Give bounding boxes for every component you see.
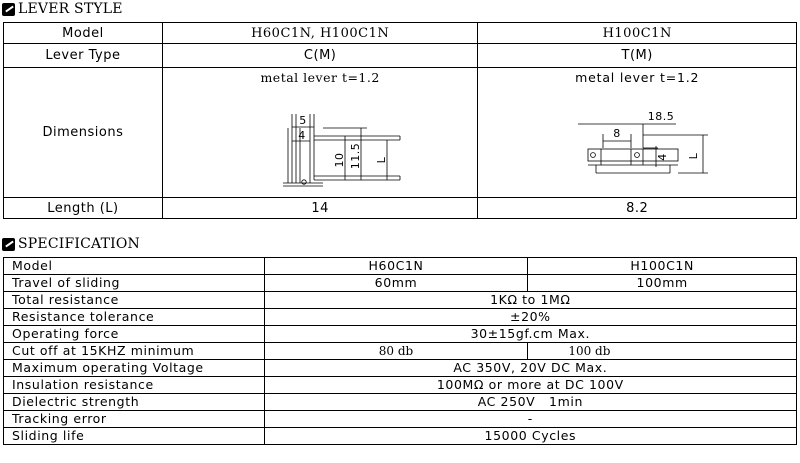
spec-model-col1: H60C1N — [263, 257, 529, 275]
spec-operating-force-row: Operating force 30±15gf.cm Max. — [3, 325, 798, 343]
spec-tolerance-label: Resistance tolerance — [3, 308, 265, 326]
spec-dielectric-value: AC 250V 1min — [263, 393, 798, 411]
spec-insulation-row: Insulation resistance 100MΩ or more at D… — [3, 376, 798, 394]
lever-style-title: LEVER STYLE — [18, 1, 123, 17]
spec-max-voltage-label: Maximum operating Voltage — [3, 359, 265, 377]
spec-insulation-label: Insulation resistance — [3, 376, 265, 394]
spec-max-voltage-value: AC 350V, 20V DC Max. — [263, 359, 798, 377]
lever-type-col2: T(M) — [477, 43, 797, 68]
dim-4-label: 4 — [298, 129, 306, 142]
dimension-note-col2: metal lever t=1.2 — [575, 70, 700, 85]
lever-model-row: Model H60C1N, H100C1N H100C1N — [3, 22, 797, 44]
spec-cutoff-row: Cut off at 15KHZ minimum 80 db 100 db — [3, 342, 797, 360]
lever-style-heading: LEVER STYLE — [2, 0, 123, 18]
length-row: Length (L) 14 8.2 — [3, 197, 797, 219]
dim-18-5-label: 18.5 — [648, 110, 675, 123]
spec-tracking-row: Tracking error - — [3, 410, 798, 428]
spec-model-col2: H100C1N — [527, 257, 797, 275]
spec-life-label: Sliding life — [3, 427, 265, 445]
dimensions-col1: metal lever t=1.2 — [161, 67, 479, 198]
lever-model-label: Model — [3, 22, 163, 44]
dimension-note-col1: metal lever t=1.2 — [260, 70, 380, 85]
spec-total-resistance-label: Total resistance — [3, 291, 265, 309]
spec-max-voltage-row: Maximum operating Voltage AC 350V, 20V D… — [3, 359, 798, 377]
spec-cutoff-col2: 100 db — [527, 342, 797, 360]
spec-tracking-label: Tracking error — [3, 410, 265, 428]
spec-tolerance-value: ±20% — [263, 308, 798, 326]
lever-model-col2: H100C1N — [477, 22, 797, 44]
dim-8-label: 8 — [614, 127, 622, 140]
spec-total-resistance-row: Total resistance 1KΩ to 1MΩ — [3, 291, 798, 309]
section-bullet-icon — [2, 2, 15, 16]
spec-tolerance-row: Resistance tolerance ±20% — [3, 308, 798, 326]
dim-11-5-label: 11.5 — [349, 143, 362, 170]
lever-t-drawing: 18.5 8 4 L — [578, 110, 709, 174]
spec-life-row: Sliding life 15000 Cycles — [3, 427, 798, 445]
dim-l-t-label: L — [687, 152, 700, 159]
dim-4-t-label: 4 — [656, 153, 669, 161]
spec-model-label: Model — [3, 257, 265, 275]
spec-travel-col2: 100mm — [527, 274, 797, 292]
spec-cutoff-col1: 80 db — [263, 342, 529, 360]
specification-heading: SPECIFICATION — [2, 235, 140, 253]
spec-dielectric-row: Dielectric strength AC 250V 1min — [3, 393, 798, 411]
spec-travel-label: Travel of sliding — [3, 274, 265, 292]
spec-tracking-value: - — [263, 410, 798, 428]
spec-insulation-value: 100MΩ or more at DC 100V — [263, 376, 798, 394]
length-col1: 14 — [161, 197, 479, 219]
spec-travel-col1: 60mm — [263, 274, 529, 292]
lever-type-col1: C(M) — [161, 43, 479, 68]
spec-life-value: 15000 Cycles — [263, 427, 798, 445]
spec-cutoff-label: Cut off at 15KHZ minimum — [3, 342, 265, 360]
length-label: Length (L) — [3, 197, 163, 219]
dim-l-label: L — [375, 156, 388, 163]
length-col2: 8.2 — [477, 197, 797, 219]
specification-title: SPECIFICATION — [18, 236, 140, 252]
spec-total-resistance-value: 1KΩ to 1MΩ — [263, 291, 798, 309]
spec-operating-force-value: 30±15gf.cm Max. — [263, 325, 798, 343]
spec-dielectric-label: Dielectric strength — [3, 393, 265, 411]
specification-table: Model H60C1N H100C1N Travel of sliding 6… — [3, 257, 798, 445]
section-bullet-icon — [2, 237, 15, 251]
dimensions-col2: metal lever t=1.2 — [477, 67, 797, 198]
spec-travel-row: Travel of sliding 60mm 100mm — [3, 274, 797, 292]
dim-10-label: 10 — [333, 153, 346, 168]
spec-operating-force-label: Operating force — [3, 325, 265, 343]
dimensions-label: Dimensions — [3, 67, 163, 198]
lever-style-table: Model H60C1N, H100C1N H100C1N Lever Type… — [3, 22, 797, 219]
lever-model-col1: H60C1N, H100C1N — [161, 22, 479, 44]
dimensions-row: Dimensions metal lever t=1.2 — [3, 67, 797, 198]
lever-type-label: Lever Type — [3, 43, 163, 68]
lever-type-row: Lever Type C(M) T(M) — [3, 43, 797, 68]
dim-5-label: 5 — [299, 114, 307, 127]
lever-c-drawing: 5 4 10 11.5 L — [282, 114, 401, 187]
spec-model-row: Model H60C1N H100C1N — [3, 257, 797, 275]
